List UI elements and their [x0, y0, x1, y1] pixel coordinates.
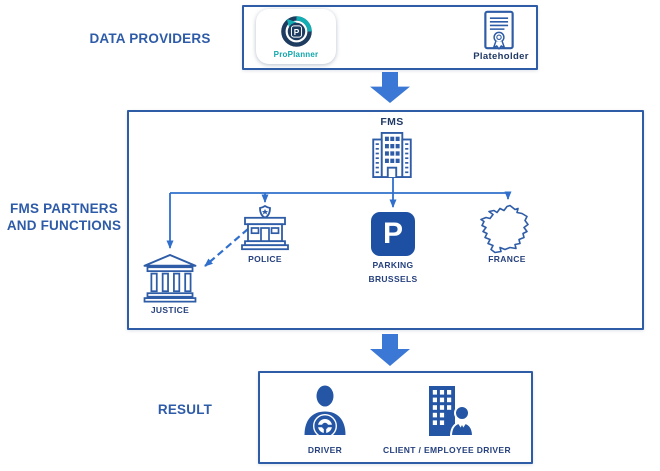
- svg-text:P: P: [293, 27, 299, 36]
- driver-steering-wheel-icon: [302, 385, 348, 435]
- courthouse-icon: [142, 254, 198, 303]
- police-label: POLICE: [248, 254, 282, 264]
- driver-label: DRIVER: [307, 445, 343, 455]
- parking-label-line1: PARKING: [372, 260, 414, 270]
- down-block-arrow-icon: [370, 334, 410, 366]
- parking-label-line2: BRUSSELS: [368, 274, 418, 284]
- down-block-arrow-icon: [370, 72, 410, 103]
- justice-label: JUSTICE: [150, 305, 190, 315]
- result-box: [258, 371, 533, 464]
- client-employee-driver-label: CLIENT / EMPLOYEE DRIVER: [383, 445, 511, 455]
- france-label: FRANCE: [488, 254, 526, 264]
- office-building-icon: [370, 132, 414, 178]
- france-map-icon: [480, 203, 534, 254]
- parking-sign-icon: P: [371, 212, 415, 256]
- fms-label: FMS: [380, 116, 404, 128]
- proplanner-label: ProPlanner: [273, 49, 319, 59]
- certificate-icon: [482, 10, 516, 50]
- fms-partners-heading-line2: AND FUNCTIONS: [6, 218, 122, 233]
- proplanner-logo: P ProPlanner: [256, 9, 336, 64]
- plateholder-label: Plateholder: [473, 51, 529, 62]
- fms-partners-heading: FMS PARTNERS AND FUNCTIONS: [0, 200, 128, 234]
- police-station-icon: [239, 205, 291, 251]
- police-to-justice-dashed-arrow: [204, 228, 249, 267]
- data-providers-heading: DATA PROVIDERS: [89, 31, 211, 46]
- result-heading: RESULT: [157, 402, 213, 417]
- proplanner-logo-icon: P: [280, 15, 312, 47]
- client-building-person-icon: [419, 384, 475, 436]
- fms-partners-heading-line1: FMS PARTNERS: [10, 201, 118, 216]
- connector-lines: [166, 178, 512, 267]
